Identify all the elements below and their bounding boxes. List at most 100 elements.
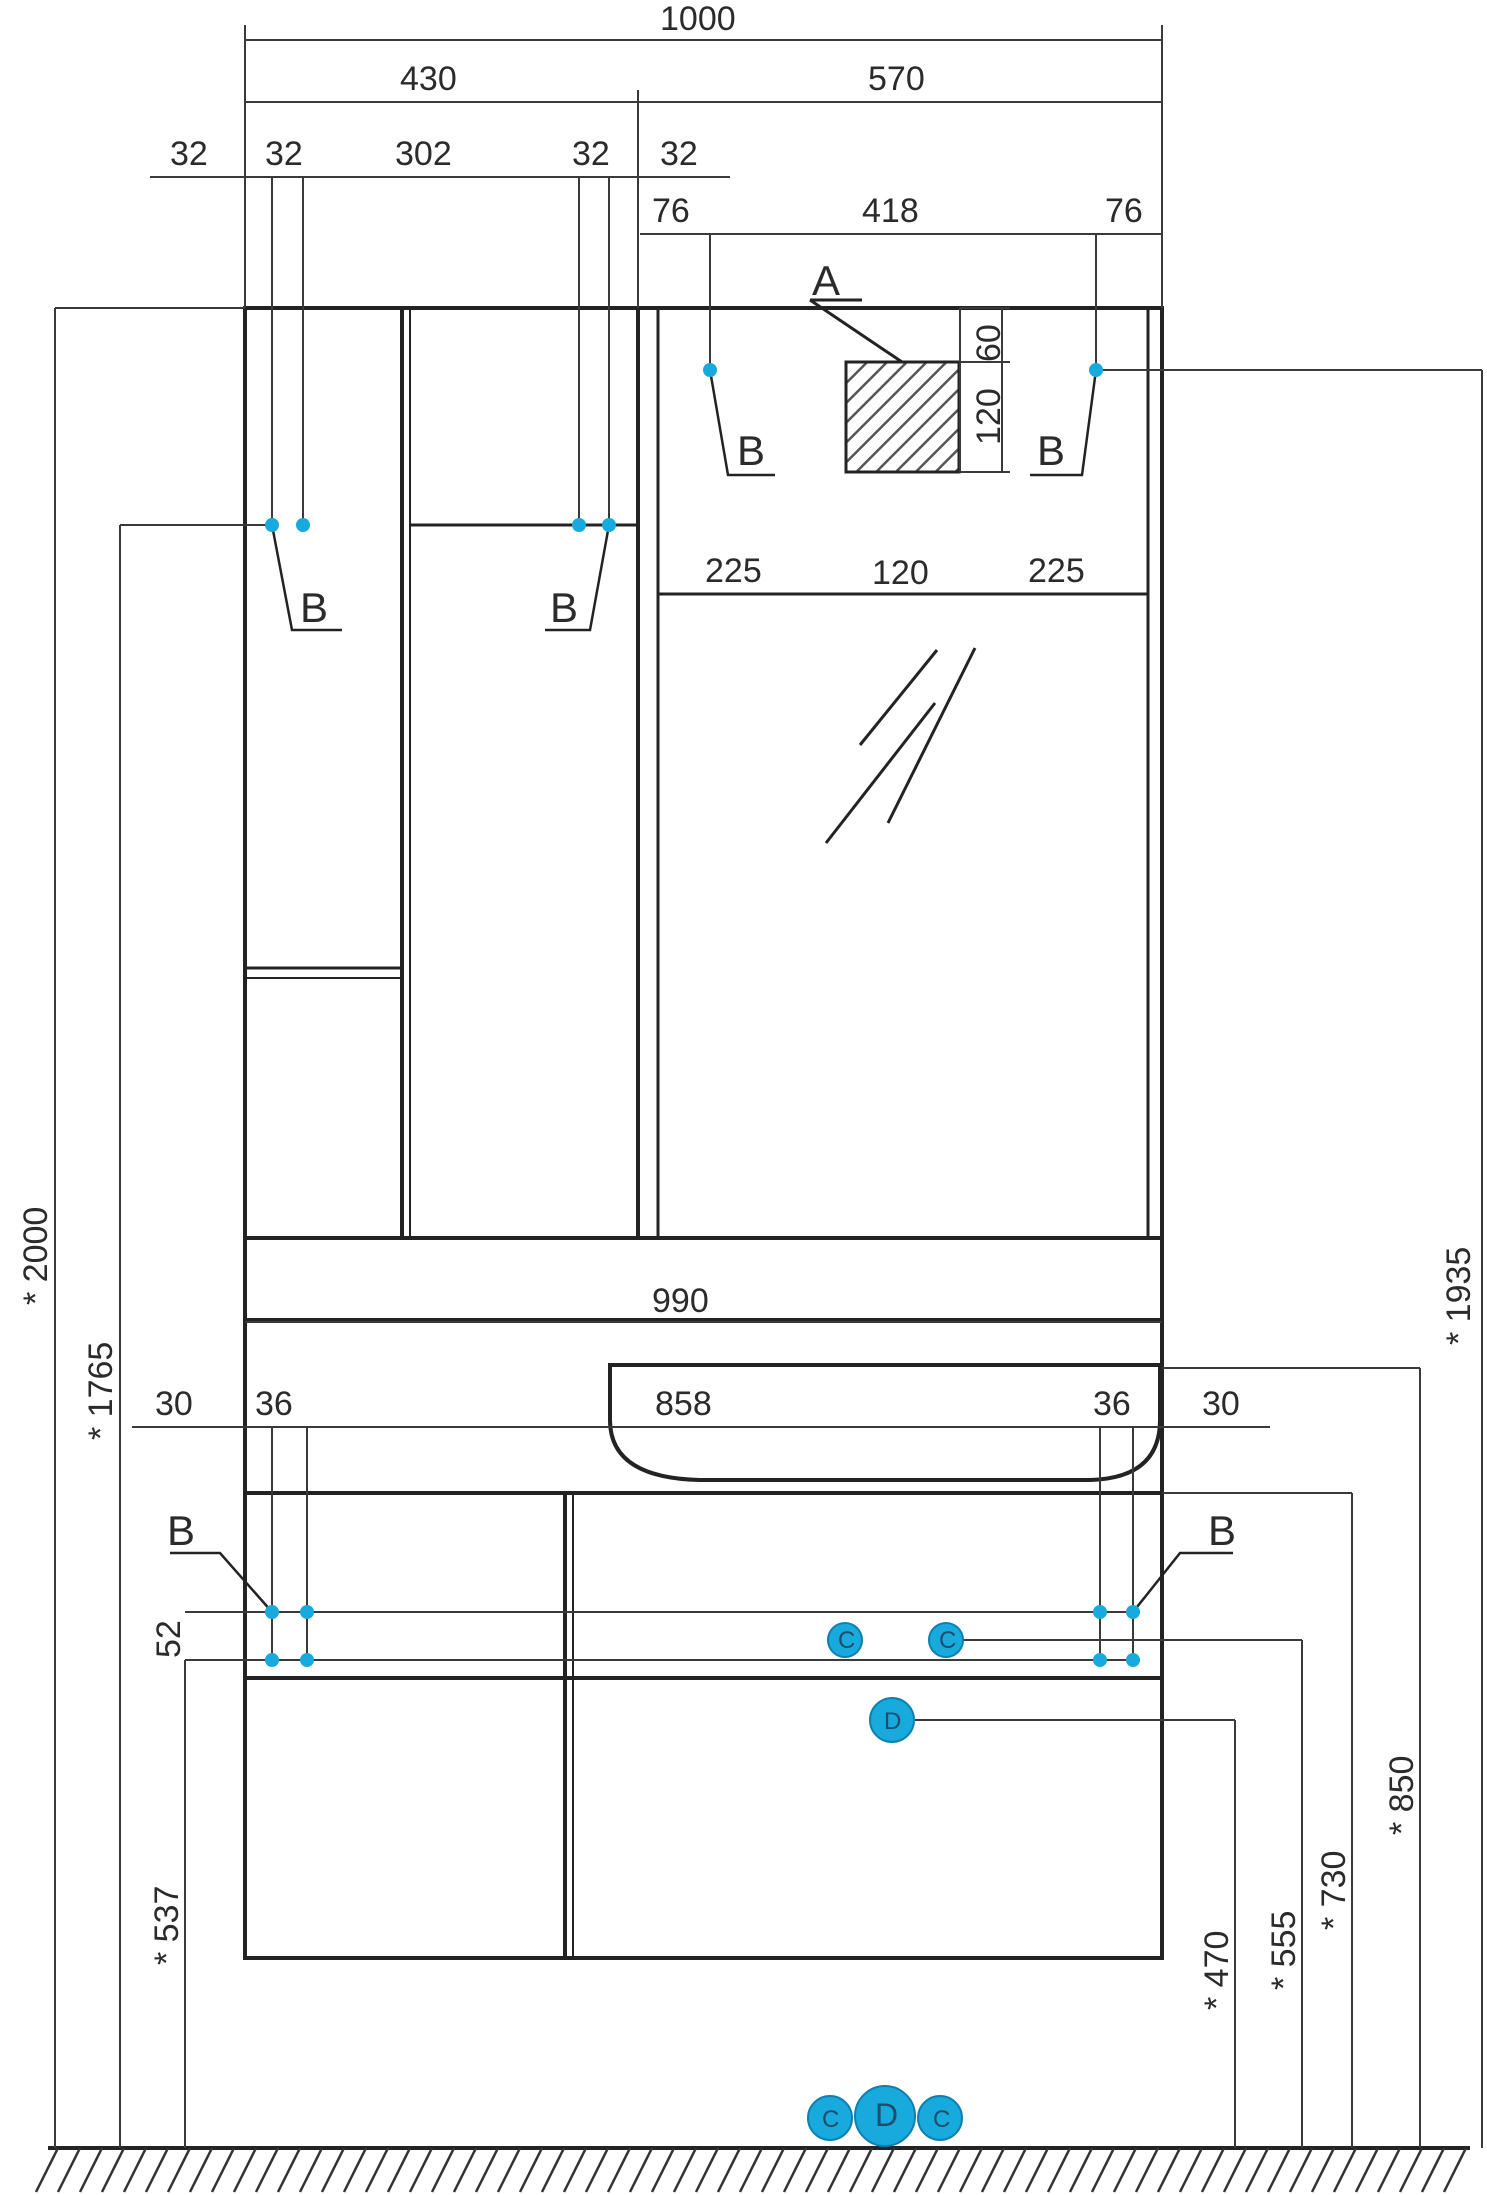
mount-label: B <box>1208 1507 1236 1554</box>
dim-left-cabinet-width: 430 <box>400 60 457 98</box>
floor-hatch-line <box>650 2147 676 2193</box>
floor-hatch-line <box>122 2147 148 2193</box>
dim-vanity-bottom: * 537 <box>148 1886 186 1965</box>
floor-hatch-line <box>56 2147 82 2193</box>
floor-hatch-line <box>1134 2147 1160 2193</box>
floor-hatch-line <box>892 2147 918 2193</box>
furniture <box>243 306 1164 1960</box>
floor-drain-label: D <box>875 2097 898 2133</box>
dim-vanity-right-inner: 36 <box>1093 1385 1131 1423</box>
floor-hatch-line <box>232 2147 258 2193</box>
floor-hatch-line <box>958 2147 984 2193</box>
floor-hatch-line <box>298 2147 324 2193</box>
water-point-label: C <box>939 1627 956 1654</box>
floor-hatch-line <box>1398 2147 1424 2193</box>
mount-labels: B B B B B B <box>167 427 1236 1554</box>
drain-point: D <box>869 1697 915 1743</box>
dim-sink-width: 990 <box>652 1282 709 1320</box>
water-point: C <box>928 1622 964 1658</box>
vanity <box>243 1491 1164 1960</box>
floor-hatch-line <box>1024 2147 1050 2193</box>
floor-hatch-line <box>386 2147 412 2193</box>
mount-label: B <box>300 584 328 631</box>
floor-hatch <box>34 2147 1468 2193</box>
floor-hatch-line <box>1354 2147 1380 2193</box>
floor-hatch-line <box>914 2147 940 2193</box>
floor-hatch-line <box>936 2147 962 2193</box>
floor-hatch-line <box>1244 2147 1270 2193</box>
dim-left-offset-inner: 32 <box>265 135 303 173</box>
floor-hatch-line <box>782 2147 808 2193</box>
mount-label: B <box>167 1507 195 1554</box>
mount-point <box>265 518 279 532</box>
mount-label: B <box>737 427 765 474</box>
dim-left-offset-outer: 32 <box>170 135 208 173</box>
dim-mirror-mount-height: * 1935 <box>1440 1247 1478 1345</box>
mount-point <box>265 1653 279 1667</box>
mount-leaders <box>170 369 1233 1613</box>
floor-hatch-line <box>210 2147 236 2193</box>
floor-hatch-line <box>518 2147 544 2193</box>
floor-hatch-line <box>694 2147 720 2193</box>
dim-socket-right: 225 <box>1028 552 1085 590</box>
floor-hatch-line <box>430 2147 456 2193</box>
dim-mirror-left-offset: 76 <box>652 192 690 230</box>
floor-hatch-line <box>1376 2147 1402 2193</box>
floor-hatch-line <box>188 2147 214 2193</box>
mount-point <box>703 363 717 377</box>
floor-hatch-line <box>1090 2147 1116 2193</box>
floor-hatch-line <box>716 2147 742 2193</box>
dim-vanity-mount-height: * 730 <box>1315 1851 1353 1930</box>
dim-vanity-left-outer: 30 <box>155 1385 193 1423</box>
floor <box>34 2146 1470 2193</box>
floor-hatch-line <box>1266 2147 1292 2193</box>
dim-socket-width: 120 <box>872 554 929 592</box>
socket-A: A <box>809 257 961 474</box>
floor-hatch-line <box>1002 2147 1028 2193</box>
floor-hatch-line <box>1068 2147 1094 2193</box>
floor-hatch-line <box>870 2147 896 2193</box>
mount-label: B <box>550 584 578 631</box>
floor-hatch-line <box>78 2147 104 2193</box>
floor-hatch-line <box>562 2147 588 2193</box>
dim-total-width: 1000 <box>660 0 736 38</box>
mount-point <box>300 1653 314 1667</box>
floor-hatch-line <box>408 2147 434 2193</box>
floor-hatch-line <box>342 2147 368 2193</box>
mount-point <box>1089 363 1103 377</box>
mount-point <box>300 1605 314 1619</box>
mount-point <box>602 518 616 532</box>
dim-vanity-mount-spacing: 52 <box>150 1620 188 1658</box>
floor-hatch-line <box>980 2147 1006 2193</box>
floor-hatch-line <box>804 2147 830 2193</box>
dim-socket-height: 120 <box>970 388 1008 445</box>
floor-water-label: C <box>933 2106 950 2133</box>
mount-point <box>572 518 586 532</box>
floor-hatch-line <box>1332 2147 1358 2193</box>
floor-hatch-line <box>848 2147 874 2193</box>
floor-hatch-line <box>1178 2147 1204 2193</box>
floor-hatch-line <box>320 2147 346 2193</box>
water-point: C <box>827 1622 863 1658</box>
floor-hatch-line <box>1442 2147 1468 2193</box>
dim-left-span: 302 <box>395 135 452 173</box>
floor-hatch-line <box>166 2147 192 2193</box>
mount-point <box>1126 1605 1140 1619</box>
floor-hatch-line <box>452 2147 478 2193</box>
floor-hatch-line <box>144 2147 170 2193</box>
drain-point-label: D <box>884 1708 901 1735</box>
floor-hatch-line <box>1200 2147 1226 2193</box>
floor-hatch-line <box>1420 2147 1446 2193</box>
dim-socket-top: 60 <box>970 324 1008 362</box>
dim-mirror-span: 418 <box>862 192 919 230</box>
dim-vanity-left-inner: 36 <box>255 1385 293 1423</box>
dim-socket-left: 225 <box>705 552 762 590</box>
horizontal-dimensions: 1000 430 570 32 32 302 32 32 76 418 76 2… <box>155 0 1240 1423</box>
socket-label: A <box>812 257 840 304</box>
floor-hatch-line <box>606 2147 632 2193</box>
floor-hatch-line <box>474 2147 500 2193</box>
dim-right-offset-inner: 32 <box>572 135 610 173</box>
mount-point <box>1093 1605 1107 1619</box>
mount-point <box>296 518 310 532</box>
dim-drain-height: * 470 <box>1198 1931 1236 2010</box>
